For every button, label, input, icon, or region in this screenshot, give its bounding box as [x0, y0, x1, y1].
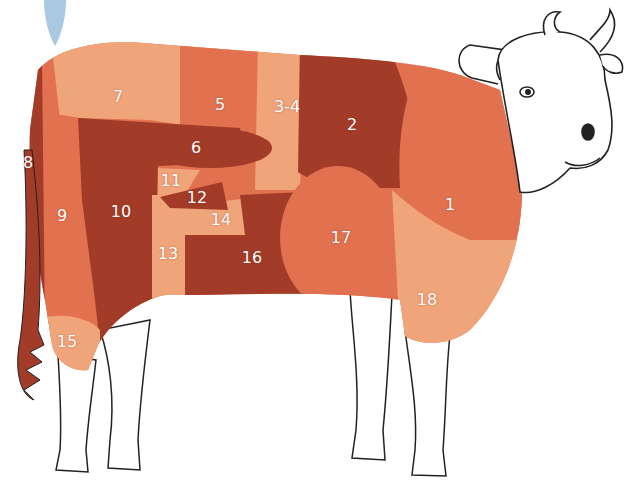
cut-regions	[20, 30, 530, 380]
callout-number: 15	[57, 334, 77, 350]
drop-shape	[44, 0, 66, 46]
callout-number: 2	[347, 117, 357, 133]
callout-number: 9	[57, 208, 67, 224]
callout-number: 18	[417, 292, 437, 308]
head	[459, 10, 623, 193]
tail	[18, 150, 44, 400]
callout-number: 1	[445, 197, 455, 213]
callout-number: 17	[331, 230, 351, 246]
callout-number: 11	[161, 173, 181, 189]
callout-number: 14	[211, 212, 231, 228]
callout-number: 13	[158, 246, 178, 262]
callout-number: 7	[113, 89, 123, 105]
callout-number: 8	[23, 155, 33, 171]
callout-number: 16	[242, 250, 262, 266]
callout-number: 10	[111, 204, 131, 220]
callout-number: 6	[191, 140, 201, 156]
callout-number: 12	[187, 190, 207, 206]
callout-number: 3-4	[274, 99, 300, 115]
callout-number: 5	[215, 97, 225, 113]
